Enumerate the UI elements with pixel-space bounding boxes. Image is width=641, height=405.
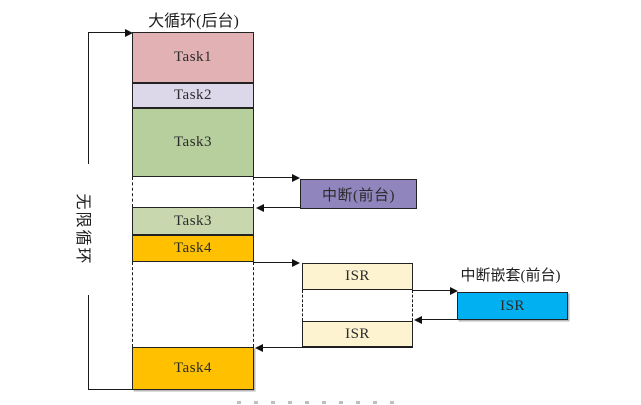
loop-arrowhead-icon [125, 29, 133, 37]
infinite-loop-label: 无限循环 [74, 193, 91, 266]
arrow-line-return-to-task4 [263, 347, 413, 348]
nested-isr-box: ISR [457, 292, 568, 320]
cut-off-caption-fragment [237, 401, 407, 404]
loop-line-vertical-upper [88, 32, 89, 164]
arrow-line-from-interrupt [264, 207, 300, 208]
column-gap-interrupt [132, 177, 254, 207]
isr-box-first: ISR [302, 263, 413, 290]
return-to-task4-arrowhead-icon [255, 344, 263, 352]
from-nested-isr-arrowhead-icon [414, 316, 422, 324]
isr-box-second: ISR [302, 321, 413, 347]
task-block-task2: Task2 [132, 83, 254, 108]
arrow-line-from-nested-isr [422, 319, 457, 320]
background-loop-title: 大循环(后台) [148, 13, 239, 30]
task-block-task4-resumed: Task4 [132, 347, 254, 390]
loop-line-vertical-lower [88, 295, 89, 390]
to-nested-isr-arrowhead-icon [450, 287, 458, 295]
task-block-task1: Task1 [132, 32, 254, 83]
task-block-task3-resumed: Task3 [132, 207, 254, 235]
from-interrupt-arrowhead-icon [256, 204, 264, 212]
loop-line-bottom [88, 389, 132, 390]
nested-interrupt-title: 中断嵌套(前台) [460, 268, 561, 284]
loop-line-top [88, 32, 126, 33]
isr-gap-dashed-left [302, 290, 303, 321]
isr-gap-dashed-right [412, 290, 413, 321]
to-interrupt-arrowhead-icon [292, 174, 300, 182]
arrow-line-to-interrupt [254, 177, 292, 178]
interrupt-box: 中断(前台) [300, 179, 417, 209]
arrow-line-to-nested-isr [413, 290, 450, 291]
column-gap-isr [132, 262, 254, 347]
to-isr1-arrowhead-icon [292, 259, 300, 267]
task-block-task4: Task4 [132, 235, 254, 262]
arrow-line-to-isr1 [254, 262, 292, 263]
task-block-task3: Task3 [132, 108, 254, 177]
